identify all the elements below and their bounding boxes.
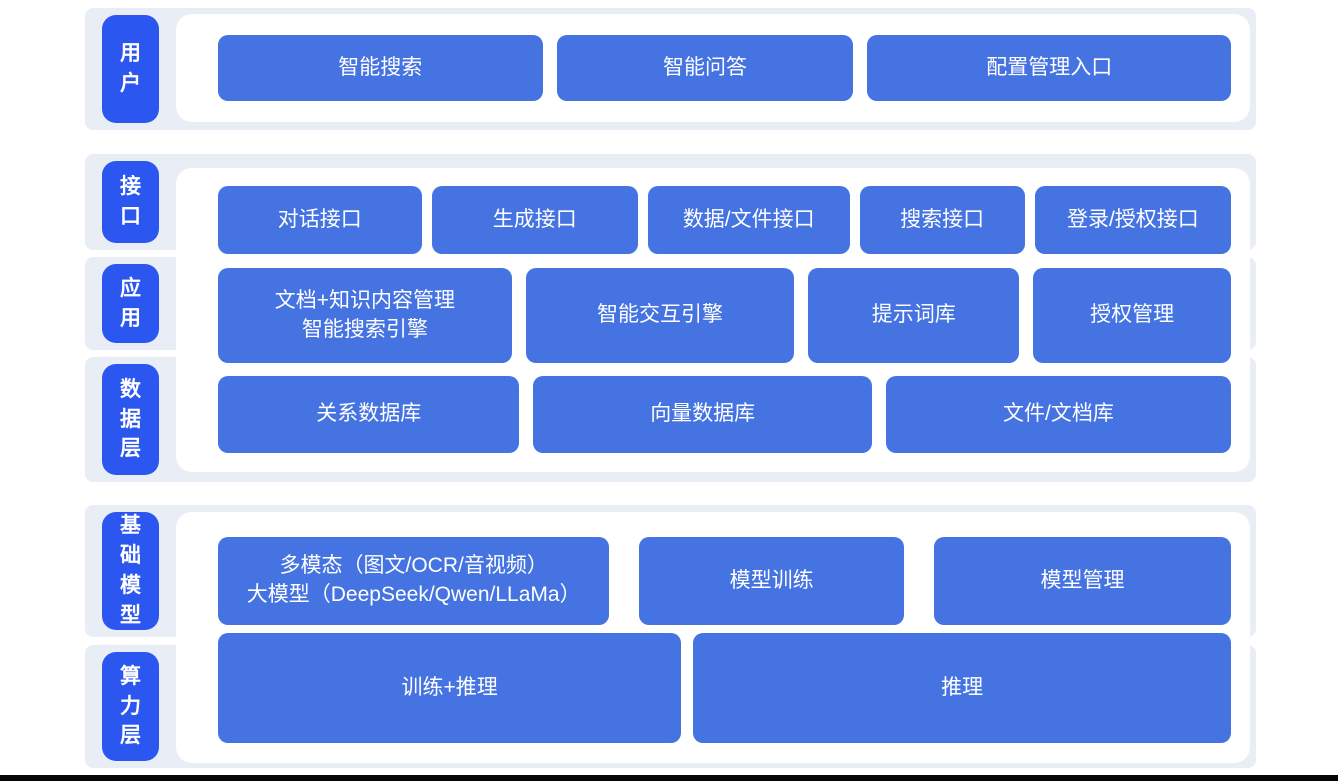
layer-label-data: 数据层 bbox=[102, 364, 159, 475]
node-doc-knowledge-search-engine: 文档+知识内容管理 智能搜索引擎 bbox=[218, 268, 512, 363]
node-dialog-api: 对话接口 bbox=[218, 186, 422, 254]
foundation-model-row: 多模态（图文/OCR/音视频） 大模型（DeepSeek/Qwen/LLaMa）… bbox=[218, 537, 1232, 625]
layer-label-interface-text: 接口 bbox=[119, 175, 141, 228]
layer-label-foundation-model: 基础模型 bbox=[102, 512, 159, 630]
architecture-diagram: 用户 智能搜索 智能问答 配置管理入口 接口 应用 数据层 bbox=[85, 8, 1256, 768]
node-inference: 推理 bbox=[693, 633, 1231, 743]
layer-label-foundation-model-text: 基础模型 bbox=[119, 514, 141, 627]
user-panel: 智能搜索 智能问答 配置管理入口 bbox=[176, 14, 1250, 122]
node-smart-search: 智能搜索 bbox=[218, 35, 543, 101]
layer-label-compute: 算力层 bbox=[102, 652, 159, 761]
node-model-management: 模型管理 bbox=[933, 537, 1232, 625]
service-panel: 对话接口 生成接口 数据/文件接口 搜索接口 登录/授权接口 文档+知识内容管理… bbox=[176, 168, 1250, 472]
node-generation-api: 生成接口 bbox=[431, 186, 638, 254]
node-smart-qa: 智能问答 bbox=[556, 35, 854, 101]
node-relational-db: 关系数据库 bbox=[218, 376, 520, 453]
node-config-management-entry: 配置管理入口 bbox=[867, 35, 1231, 101]
node-search-api: 搜索接口 bbox=[859, 186, 1025, 254]
layer-label-application: 应用 bbox=[102, 264, 159, 343]
layer-group-foundation: 基础模型 算力层 多模态（图文/OCR/音视频） 大模型（DeepSeek/Qw… bbox=[85, 505, 1256, 768]
layer-group-service: 接口 应用 数据层 对话接口 生成接口 数据/文件接口 搜索接口 登录/授权接口… bbox=[85, 154, 1256, 482]
node-data-file-api: 数据/文件接口 bbox=[647, 186, 850, 254]
node-file-doc-db: 文件/文档库 bbox=[885, 376, 1232, 453]
node-prompt-library: 提示词库 bbox=[808, 268, 1020, 363]
footer-divider-bar bbox=[0, 775, 1338, 781]
node-model-training: 模型训练 bbox=[639, 537, 904, 625]
node-multimodal-llm: 多模态（图文/OCR/音视频） 大模型（DeepSeek/Qwen/LLaMa） bbox=[218, 537, 610, 625]
compute-row: 训练+推理 推理 bbox=[218, 633, 1231, 743]
interface-row: 对话接口 生成接口 数据/文件接口 搜索接口 登录/授权接口 bbox=[218, 186, 1231, 254]
user-row: 智能搜索 智能问答 配置管理入口 bbox=[218, 35, 1231, 101]
layer-group-user: 用户 智能搜索 智能问答 配置管理入口 bbox=[85, 8, 1256, 130]
node-smart-interaction-engine: 智能交互引擎 bbox=[525, 268, 795, 363]
node-vector-db: 向量数据库 bbox=[533, 376, 872, 453]
application-row: 文档+知识内容管理 智能搜索引擎 智能交互引擎 提示词库 授权管理 bbox=[218, 268, 1232, 363]
layer-label-interface: 接口 bbox=[102, 161, 159, 243]
layer-label-user: 用户 bbox=[102, 15, 159, 123]
node-auth-management: 授权管理 bbox=[1033, 268, 1232, 363]
layer-label-data-text: 数据层 bbox=[119, 377, 141, 461]
layer-label-compute-text: 算力层 bbox=[119, 664, 141, 748]
foundation-panel: 多模态（图文/OCR/音视频） 大模型（DeepSeek/Qwen/LLaMa）… bbox=[176, 512, 1250, 763]
layer-label-user-text: 用户 bbox=[119, 42, 141, 95]
node-login-auth-api: 登录/授权接口 bbox=[1034, 186, 1231, 254]
layer-label-application-text: 应用 bbox=[119, 276, 141, 330]
data-row: 关系数据库 向量数据库 文件/文档库 bbox=[218, 376, 1232, 453]
node-training-inference: 训练+推理 bbox=[218, 633, 682, 743]
